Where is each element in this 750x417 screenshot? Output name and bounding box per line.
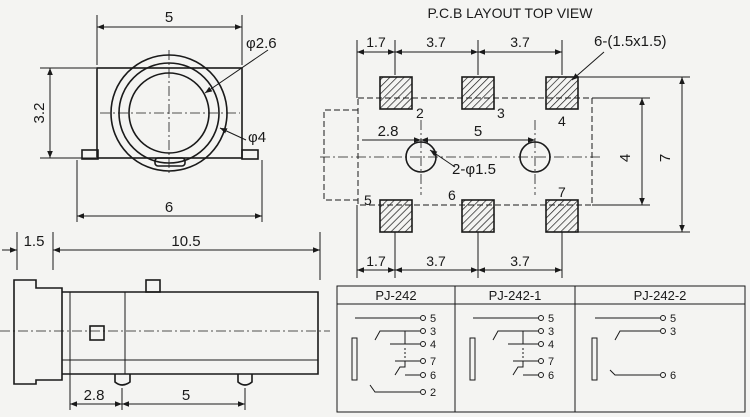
s3-pin-3: 3 — [670, 326, 676, 338]
s1-pin-2: 2 — [430, 387, 436, 399]
s1-pin-5: 5 — [430, 313, 436, 325]
pad-number-7: 7 — [558, 184, 566, 200]
s3-pin-5: 5 — [670, 313, 676, 325]
hole-spacing-label: 5 — [474, 123, 482, 140]
s1-pin-7: 7 — [430, 356, 436, 368]
pcb-pitch-mid: 3.7 — [426, 34, 446, 50]
s2-pin-4: 4 — [548, 339, 554, 351]
side-pin-2 — [237, 374, 253, 386]
s3-pin-6: 6 — [670, 370, 676, 382]
pcb-bottom-right: 3.7 — [510, 253, 530, 269]
side-pin-1 — [114, 374, 131, 386]
right-tab — [241, 149, 259, 160]
model-pj-242-2: PJ-242-2 — [634, 288, 687, 303]
s2-pin-6: 6 — [548, 370, 554, 382]
pad-2 — [379, 76, 413, 110]
inner-dim-label: 4 — [617, 154, 634, 162]
pcb-pitch-left: 1.7 — [366, 34, 386, 50]
s2-pin-5: 5 — [548, 313, 554, 325]
side-window — [89, 325, 105, 341]
pad-number-2: 2 — [416, 105, 424, 121]
front-base-label: 6 — [165, 199, 173, 216]
s2-pin-7: 7 — [548, 356, 554, 368]
side-pin-offset-label: 2.8 — [84, 387, 105, 404]
pad-5 — [379, 199, 413, 233]
schematic-pj-242-2 — [591, 315, 666, 381]
schematic-table: PJ-242 PJ-242-1 PJ-242-2 5 3 4 7 6 2 — [336, 285, 746, 413]
pcb-bottom-mid: 3.7 — [426, 253, 446, 269]
front-height-label: 3.2 — [31, 103, 48, 124]
hole-diameter-label: φ2.6 — [246, 35, 277, 52]
model-pj-242: PJ-242 — [375, 288, 416, 303]
pcb-bottom-left: 1.7 — [366, 253, 386, 269]
pad-number-3: 3 — [497, 105, 505, 121]
outer-diameter-label: φ4 — [248, 129, 266, 146]
schematic-pj-242-1 — [469, 315, 544, 381]
pad-7 — [545, 199, 579, 233]
pcb-title: P.C.B LAYOUT TOP VIEW — [428, 5, 594, 21]
pcb-layout: P.C.B LAYOUT TOP VIEW 1.7 3.7 3.7 6-(1.5… — [320, 5, 690, 278]
side-pin-pitch-label: 5 — [182, 387, 190, 404]
outer-dim-label: 7 — [657, 154, 674, 162]
left-tab — [81, 149, 99, 160]
hole-offset-label: 2.8 — [378, 123, 399, 140]
side-view: 1.5 10.5 2.8 5 — [0, 232, 330, 410]
pad-number-5: 5 — [364, 192, 372, 208]
s1-pin-6: 6 — [430, 370, 436, 382]
side-body — [62, 291, 319, 375]
front-width-label: 5 — [165, 9, 173, 26]
front-view: 5 3.2 φ2.6 φ4 6 — [31, 9, 277, 222]
pad-number-4: 4 — [558, 113, 566, 129]
pad-3 — [461, 76, 495, 110]
schematic-pj-242 — [351, 315, 426, 395]
s1-pin-4: 4 — [430, 339, 436, 351]
pcb-notch — [323, 109, 358, 201]
s1-pin-3: 3 — [430, 326, 436, 338]
bottom-post — [154, 157, 186, 167]
side-nose — [13, 279, 63, 385]
pad-6 — [461, 199, 495, 233]
holes-size-label: 2-φ1.5 — [452, 161, 496, 178]
pcb-outline — [357, 97, 593, 206]
pad-number-6: 6 — [448, 187, 456, 203]
pcb-pitch-right: 3.7 — [510, 34, 530, 50]
side-length-label: 10.5 — [171, 233, 200, 250]
model-pj-242-1: PJ-242-1 — [489, 288, 542, 303]
pad-4 — [545, 76, 579, 110]
pads-size-label: 6-(1.5x1.5) — [594, 33, 667, 50]
top-pin — [145, 279, 161, 293]
side-front-label: 1.5 — [24, 233, 45, 250]
s2-pin-3: 3 — [548, 326, 554, 338]
